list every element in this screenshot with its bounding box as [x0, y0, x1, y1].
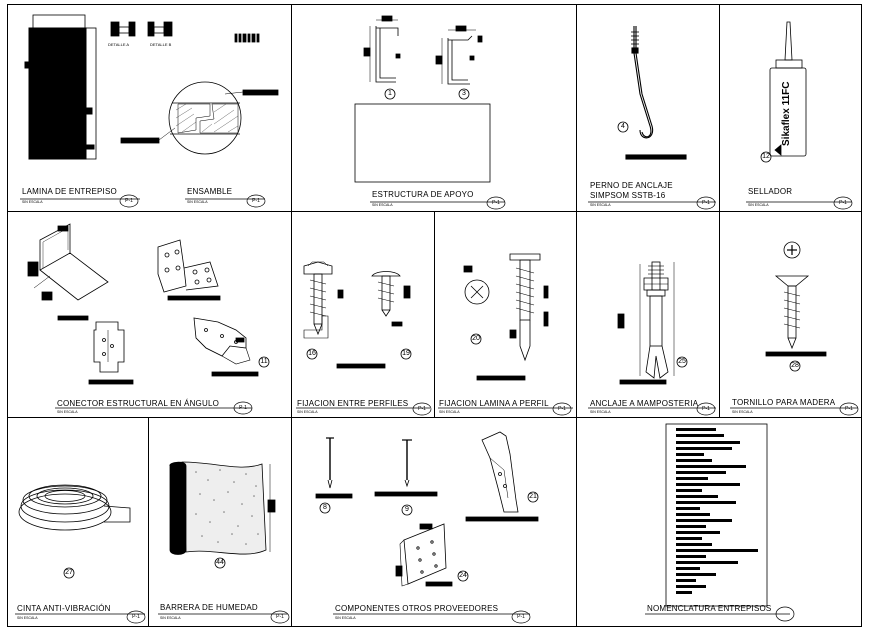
panel-scale-conector: SIN ESCALA [57, 410, 78, 414]
panel-scale-anclaje: SIN ESCALA [590, 410, 611, 414]
panel-scale-barrera: SIN ESCALA [160, 616, 181, 620]
panel-title-estructura: ESTRUCTURA DE APOYO [372, 190, 474, 199]
panel-ref-anclaje: P-1 [702, 406, 710, 412]
panel-scale-tornillo: SIN ESCALA [732, 410, 753, 414]
fijacion-perfiles-drawing [303, 261, 412, 369]
barrera-drawing [169, 461, 276, 569]
sikaflex-product-label: Sikaflex 11FC [781, 81, 792, 146]
detail-b-label: DETALLE B [150, 42, 172, 47]
panel-title-ensamble: ENSAMBLE [187, 187, 233, 196]
lamina-drawing [24, 14, 97, 160]
panel-ref-fijacion-lamina: P-1 [558, 406, 566, 412]
panel-title-fijacion-perfiles: FIJACION ENTRE PERFILES [297, 399, 409, 408]
item-number-24: 24 [459, 572, 467, 579]
panel-title-lamina: LAMINA DE ENTREPISO [22, 187, 117, 196]
panel-title-anclaje: ANCLAJE A MAMPOSTERIA [590, 399, 699, 408]
panel-scale-ensamble: SIN ESCALA [187, 200, 208, 204]
item-number-21: 21 [529, 493, 537, 500]
anclaje-drawing [617, 261, 688, 385]
sellador-drawing [760, 21, 807, 163]
panel-scale-perno: SIN ESCALA [590, 203, 611, 207]
panel-ref-cinta: P-1 [132, 614, 140, 620]
item-number-12: 12 [762, 153, 770, 160]
panel-title-conector: CONECTOR ESTRUCTURAL EN ÁNGULO [57, 399, 220, 408]
panel-title-componentes: COMPONENTES OTROS PROVEEDORES [335, 604, 499, 613]
panel-scale-componentes: SIN ESCALA [335, 616, 356, 620]
item-number-8: 8 [323, 504, 327, 511]
nomenclatura-table [665, 423, 768, 607]
panel-ref-tornillo: P-1 [845, 406, 853, 412]
panel-grid [7, 4, 862, 626]
panel-ref-sellador: P-1 [839, 200, 847, 206]
conector-drawing [27, 223, 270, 385]
panel-ref-perno: P-1 [702, 200, 710, 206]
tornillo-drawing [765, 241, 827, 372]
item-number-19: 19 [402, 350, 410, 357]
panel-title-perno-line2: SIMPSOM SSTB-16 [590, 191, 666, 200]
item-number-3: 3 [462, 90, 466, 97]
panel-scale-fijacion-perfiles: SIN ESCALA [297, 410, 318, 414]
panel-ref-ensamble: P-1 [252, 198, 260, 204]
panel-ref-conector: P-1 [239, 405, 247, 411]
panel-title-tornillo: TORNILLO PARA MADERA [732, 398, 836, 407]
item-number-20: 20 [472, 335, 480, 342]
sheet-border [7, 4, 862, 627]
estructura-drawing [354, 15, 491, 183]
panel-title-perno: PERNO DE ANCLAJE [590, 181, 673, 190]
item-number-9: 9 [405, 506, 409, 513]
item-number-27: 27 [65, 569, 73, 576]
item-number-4: 4 [621, 123, 625, 130]
panel-title-cinta: CINTA ANTI-VIBRACIÓN [17, 604, 111, 613]
item-number-25: 25 [678, 358, 686, 365]
panel-scale-cinta: SIN ESCALA [17, 616, 38, 620]
fijacion-lamina-drawing [463, 253, 549, 381]
panel-ref-componentes: P-1 [517, 614, 525, 620]
panel-title-sellador: SELLADOR [748, 187, 793, 196]
perno-drawing [617, 26, 687, 160]
panel-scale-lamina: SIN ESCALA [22, 200, 43, 204]
panel-title-fijacion-lamina: FIJACION LAMINA A PERFIL [439, 399, 549, 408]
item-number-1: 1 [388, 90, 392, 97]
panel-ref-barrera: P-1 [276, 614, 284, 620]
title-blocks [15, 194, 859, 624]
ensamble-drawing [110, 21, 279, 155]
panel-scale-fijacion-lamina: SIN ESCALA [439, 410, 460, 414]
panel-title-nomenclatura: NOMENCLATURA ENTREPISOS [647, 604, 772, 613]
panel-title-barrera: BARRERA DE HUMEDAD [160, 603, 258, 612]
componentes-drawing [315, 431, 539, 587]
item-number-44: 44 [216, 559, 224, 566]
panel-scale-estructura: SIN ESCALA [372, 203, 393, 207]
detail-a-label: DETALLE A [108, 42, 130, 47]
panel-ref-fijacion-perfiles: P-1 [418, 406, 426, 412]
item-number-28: 28 [791, 362, 799, 369]
panel-scale-sellador: SIN ESCALA [748, 203, 769, 207]
cinta-drawing [18, 484, 131, 579]
panel-ref-estructura: P-1 [492, 200, 500, 206]
item-number-11: 11 [260, 358, 268, 365]
item-number-16: 16 [308, 350, 316, 357]
panel-ref-lamina: P-1 [125, 198, 133, 204]
